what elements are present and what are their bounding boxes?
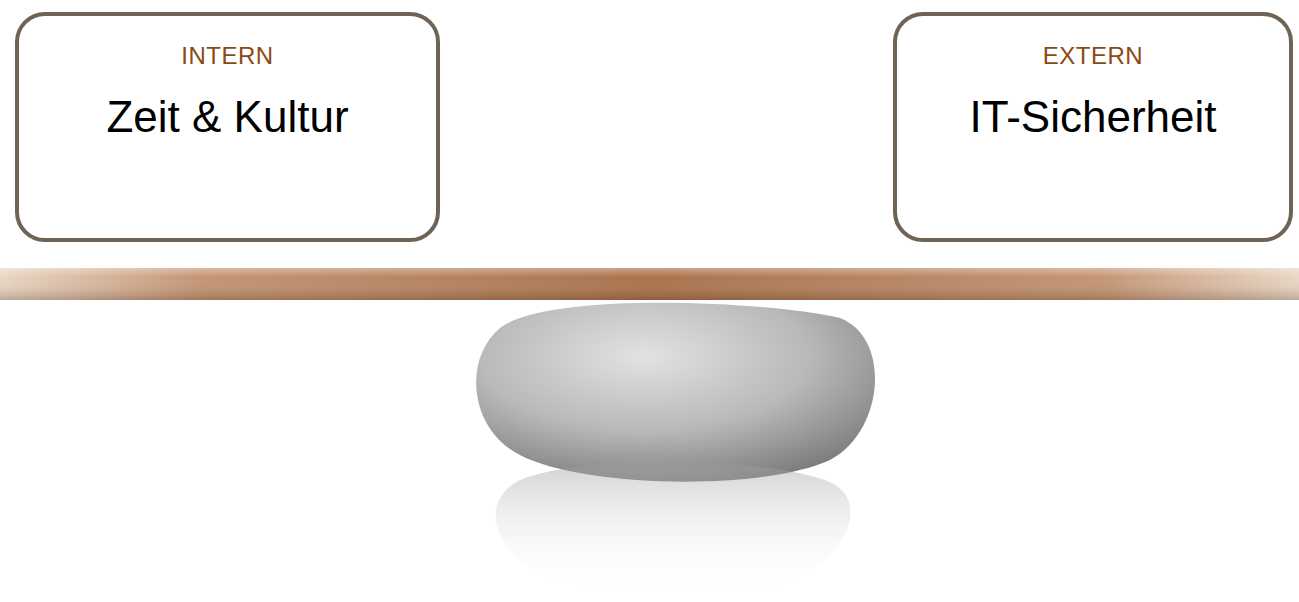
plank-shading	[0, 268, 1299, 300]
stone	[476, 303, 875, 482]
rounded-box: INTERN Zeit & Kultur	[15, 12, 440, 242]
box-label: Zeit & Kultur	[106, 92, 348, 142]
rounded-box: EXTERN IT-Sicherheit	[893, 12, 1293, 242]
box-label: IT-Sicherheit	[970, 92, 1217, 142]
box-heading: INTERN	[181, 42, 273, 70]
stone-reflection	[496, 461, 851, 594]
wooden-plank	[0, 268, 1299, 300]
box-heading: EXTERN	[1043, 42, 1143, 70]
